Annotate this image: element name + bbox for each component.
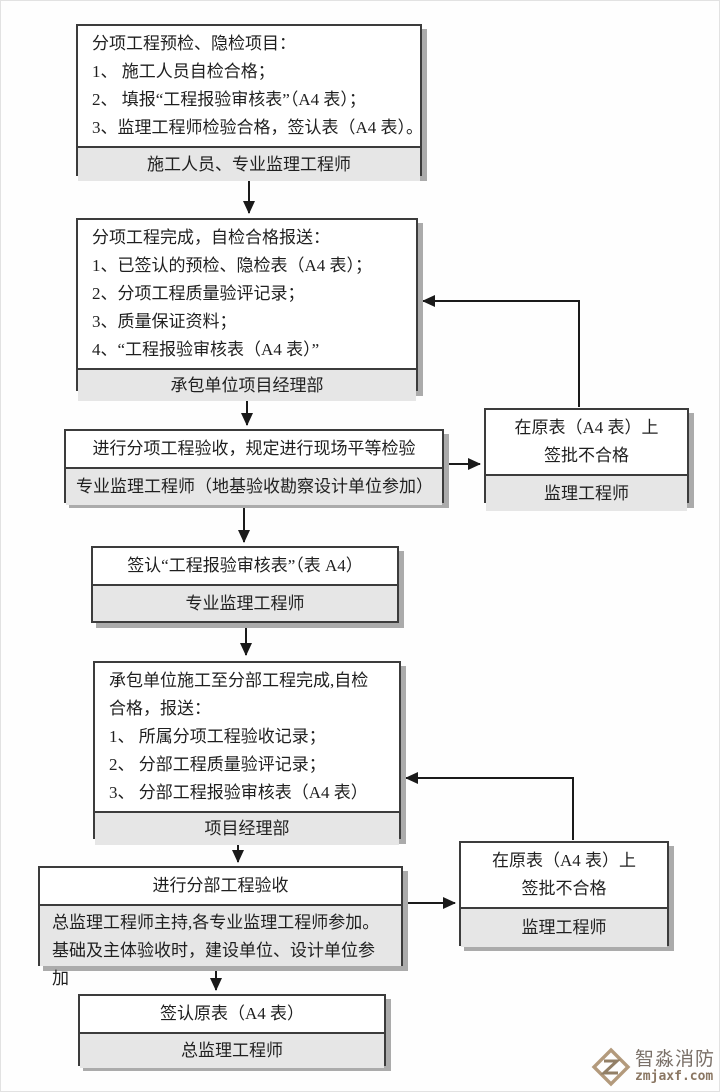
step-description: 进行分部工程验收: [40, 868, 401, 904]
text-line: 进行分项工程验收，规定进行现场平等检验: [92, 439, 416, 458]
step-description: 在原表（A4 表）上 签批不合格: [461, 843, 667, 907]
step-actor: 监理工程师: [486, 474, 687, 511]
step-description: 在原表（A4 表）上 签批不合格: [486, 410, 687, 474]
watermark: 智淼消防 zmjaxf.com: [591, 1047, 715, 1087]
text-line: 3、 分部工程报验审核表（A4 表）: [109, 783, 368, 802]
text-line: 在原表（A4 表）上: [491, 851, 637, 870]
step-description: 签认原表（A4 表）: [80, 996, 384, 1032]
text-line: 2、 填报“工程报验审核表”（A4 表）；: [92, 90, 366, 109]
watermark-logo-icon: [591, 1047, 631, 1087]
flow-step-preinspection: 分项工程预检、隐检项目： 1、 施工人员自检合格； 2、 填报“工程报验审核表”…: [76, 24, 424, 181]
text-line: 分项工程预检、隐检项目：: [92, 34, 296, 53]
step-description: 承包单位施工至分部工程完成,自检合格，报送： 1、 所属分项工程验收记录； 2、…: [95, 663, 399, 811]
step-description: 分项工程预检、隐检项目： 1、 施工人员自检合格； 2、 填报“工程报验审核表”…: [78, 26, 424, 146]
text-line: 在原表（A4 表）上: [514, 418, 659, 437]
step-actor: 施工人员、专业监理工程师: [78, 146, 420, 181]
step-description: 分项工程完成，自检合格报送： 1、已签认的预检、隐检表（A4 表）； 2、分项工…: [78, 220, 416, 368]
text-line: 3、监理工程师检验合格，签认表（A4 表）。: [92, 118, 424, 137]
text-line: 承包单位施工至分部工程完成,自检合格，报送：: [109, 671, 369, 718]
arrow-reject1-back-to-step2: [422, 295, 580, 407]
flow-step-subitem-complete: 分项工程完成，自检合格报送： 1、已签认的预检、隐检表（A4 表）； 2、分项工…: [76, 218, 418, 401]
text-line: 签批不合格: [521, 879, 607, 898]
flow-step-sign-review-form: 签认“工程报验审核表”（表 A4） 专业监理工程师: [91, 546, 399, 623]
step-actor: 总监理工程师主持,各专业监理工程师参加。基础及主体验收时，建设单位、设计单位参加: [40, 904, 401, 988]
text-line: 1、 施工人员自检合格；: [92, 62, 275, 81]
flow-step-sign-original-form: 签认原表（A4 表） 总监理工程师: [78, 994, 386, 1068]
step-actor: 承包单位项目经理部: [78, 368, 416, 401]
text-line: 签认原表（A4 表）: [159, 1004, 305, 1023]
step-description: 签认“工程报验审核表”（表 A4）: [93, 548, 397, 584]
text-line: 2、分项工程质量验评记录；: [92, 284, 305, 303]
flow-step-reject-subitem: 在原表（A4 表）上 签批不合格 监理工程师: [484, 408, 689, 511]
text-line: 进行分部工程验收: [152, 876, 289, 895]
step-actor: 总监理工程师: [80, 1032, 384, 1068]
text-line: 签批不合格: [544, 446, 629, 465]
watermark-brand: 智淼消防: [634, 1049, 715, 1071]
flow-step-reject-division: 在原表（A4 表）上 签批不合格 监理工程师: [459, 841, 669, 947]
flow-step-division-acceptance: 进行分部工程验收 总监理工程师主持,各专业监理工程师参加。基础及主体验收时，建设…: [38, 866, 403, 988]
step-actor: 项目经理部: [95, 811, 399, 845]
text-line: 1、 所属分项工程验收记录；: [109, 727, 326, 746]
step-actor: 专业监理工程师: [93, 584, 397, 621]
watermark-domain: zmjaxf.com: [634, 1069, 714, 1085]
step-actor: 专业监理工程师（地基验收勘察设计单位参加）: [66, 467, 442, 505]
flow-step-division-complete: 承包单位施工至分部工程完成,自检合格，报送： 1、 所属分项工程验收记录； 2、…: [93, 661, 401, 845]
text-line: 3、质量保证资料；: [92, 312, 237, 331]
flow-step-subitem-acceptance: 进行分项工程验收，规定进行现场平等检验 专业监理工程师（地基验收勘察设计单位参加…: [64, 429, 444, 505]
text-line: 2、 分部工程质量验评记录；: [109, 755, 326, 774]
step-description: 进行分项工程验收，规定进行现场平等检验: [66, 431, 442, 467]
text-line: 签认“工程报验审核表”（表 A4）: [127, 556, 363, 575]
step-actor: 监理工程师: [461, 907, 667, 947]
arrow-reject2-back-to-step5: [405, 772, 574, 840]
text-line: 4、“工程报验审核表（A4 表）”: [92, 340, 320, 359]
text-line: 分项工程完成，自检合格报送：: [92, 228, 330, 247]
text-line: 1、已签认的预检、隐检表（A4 表）；: [92, 256, 373, 275]
